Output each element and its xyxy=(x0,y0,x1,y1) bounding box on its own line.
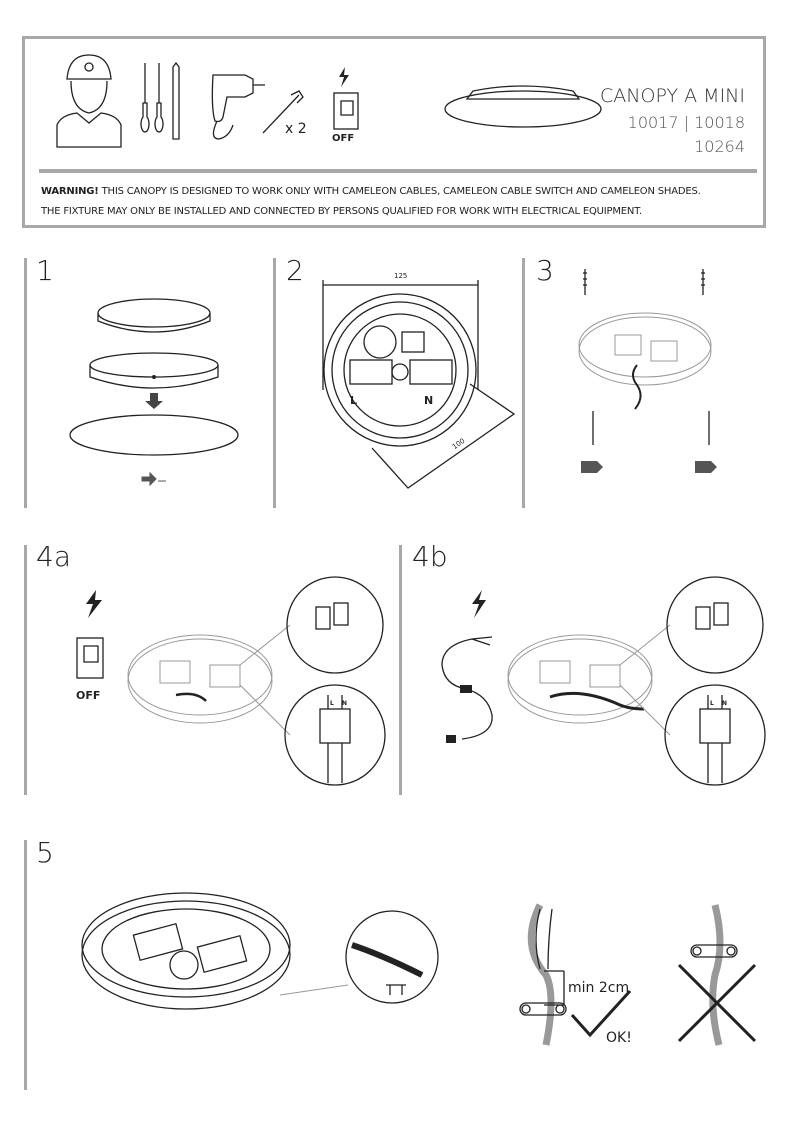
step-3-bar xyxy=(522,258,525,508)
cable-switch-icon xyxy=(441,636,493,743)
warning-strong: WARNING! xyxy=(41,186,99,197)
warning-line-2: THE FIXTURE MAY ONLY BE INSTALLED AND CO… xyxy=(41,206,642,217)
warning-line-1: WARNING! THIS CANOPY IS DESIGNED TO WORK… xyxy=(41,186,701,197)
power-icon xyxy=(472,590,486,618)
neutral-label: N xyxy=(424,394,434,407)
header-box: x 2 OFF CANOPY A MINI 10017 | 10018 1026… xyxy=(22,36,766,228)
product-codes-2: 10264 xyxy=(694,137,745,156)
terminal-live-4a: L xyxy=(330,700,334,707)
product-codes-1: 10017 | 10018 xyxy=(627,113,745,132)
step-1-number: 1 xyxy=(36,254,54,287)
canopy-product-icon xyxy=(444,85,602,128)
terminal-neutral-4b: N xyxy=(722,700,728,707)
step-2-bar xyxy=(273,258,276,508)
terminal-neutral-4a: N xyxy=(342,700,348,707)
step-4b-bar xyxy=(399,545,402,795)
step-1-bar xyxy=(24,258,27,508)
step-2-canopy-diagram xyxy=(322,280,516,489)
switch-off-label-4a: OFF xyxy=(76,689,101,702)
screw-count: x 2 xyxy=(285,121,307,137)
live-label: L xyxy=(350,394,358,407)
product-name: CANOPY A MINI xyxy=(600,85,745,107)
wall-plug-screw-icon xyxy=(262,90,304,134)
step-1-illustration xyxy=(69,298,239,487)
step-3-number: 3 xyxy=(536,254,554,287)
step-4a-wiring-illustration xyxy=(127,576,386,786)
step-5-number: 5 xyxy=(36,836,54,869)
terminal-live-4b: L xyxy=(710,700,714,707)
header-divider xyxy=(39,169,757,173)
step-4b-wiring-illustration xyxy=(507,576,766,786)
strain-relief-correct-illustration xyxy=(519,903,632,1046)
ok-label: OK! xyxy=(606,1030,632,1046)
min-distance-label: min 2cm xyxy=(568,980,630,996)
step-2-number: 2 xyxy=(286,254,304,287)
step-4b-number: 4b xyxy=(412,540,448,573)
step-4a-bar xyxy=(24,545,27,795)
step-3-mounting-illustration xyxy=(578,269,717,473)
screwdrivers-icon xyxy=(140,61,180,140)
power-switch-off-icon xyxy=(333,67,359,130)
step-4a-number: 4a xyxy=(36,540,71,573)
installer-icon xyxy=(56,54,122,148)
drill-icon xyxy=(211,74,265,140)
step-5-bar xyxy=(24,840,27,1090)
power-off-switch-icon xyxy=(76,590,104,679)
switch-off-label: OFF xyxy=(332,133,355,144)
dimension-width: 125 xyxy=(394,272,408,280)
strain-relief-wrong-illustration xyxy=(677,904,757,1046)
step-5-canopy-illustration xyxy=(81,892,439,1010)
